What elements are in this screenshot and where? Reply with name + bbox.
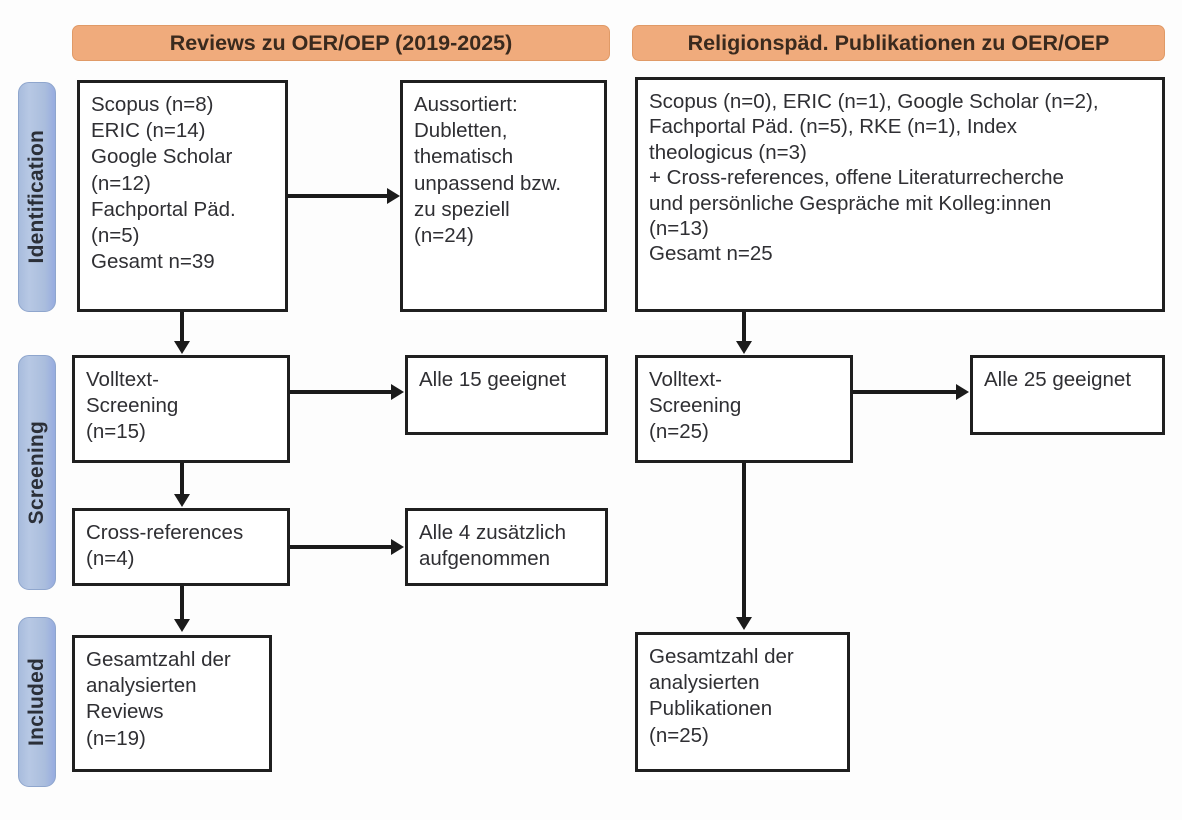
arrow-right-fulltext-to-result bbox=[956, 384, 969, 400]
box-line: Volltext- bbox=[86, 368, 159, 391]
box-line: (n=13) bbox=[649, 217, 709, 241]
box-line: Fachportal Päd. (n=5), RKE (n=1), Index bbox=[649, 115, 1018, 139]
box-line: ERIC (n=14) bbox=[91, 119, 206, 143]
box-line: Scopus (n=0), ERIC (n=1), Google Scholar… bbox=[649, 90, 1099, 113]
box-line: (n=5) bbox=[91, 224, 140, 248]
connector-right-fulltext-to-included bbox=[742, 463, 746, 618]
connector-left-crossref-to-included bbox=[180, 586, 184, 620]
box-left-crossreferences: Cross-references (n=4) bbox=[72, 508, 290, 586]
connector-left-crossref-to-result bbox=[290, 545, 392, 549]
box-line: Gesamtzahl der bbox=[86, 648, 231, 671]
connector-right-id-to-fulltext bbox=[742, 312, 746, 342]
box-line: und persönliche Gespräche mit Kolleg:inn… bbox=[649, 191, 1052, 215]
stage-label-included: Included bbox=[18, 617, 56, 787]
connector-left-id-to-fulltext bbox=[180, 312, 184, 342]
arrow-left-id-to-excluded bbox=[387, 188, 400, 204]
box-line: Aussortiert: bbox=[414, 93, 518, 116]
box-left-crossreferences-result: Alle 4 zusätzlich aufgenommen bbox=[405, 508, 608, 586]
box-line: Cross-references bbox=[86, 521, 244, 544]
connector-left-id-to-excluded bbox=[288, 194, 388, 198]
box-line: thematisch bbox=[414, 145, 514, 169]
box-line: Alle 4 zusätzlich bbox=[419, 521, 566, 544]
box-line: Fachportal Päd. bbox=[91, 197, 236, 221]
box-line: aufgenommen bbox=[419, 547, 551, 571]
box-right-fulltext-screening: Volltext- Screening (n=25) bbox=[635, 355, 853, 463]
arrow-right-fulltext-to-included bbox=[736, 617, 752, 630]
arrow-left-fulltext-to-result bbox=[391, 384, 404, 400]
box-left-excluded: Aussortiert: Dubletten, thematisch unpas… bbox=[400, 80, 607, 312]
connector-left-fulltext-to-crossref bbox=[180, 463, 184, 495]
arrow-left-fulltext-to-crossref bbox=[174, 494, 190, 507]
box-line: Screening bbox=[86, 394, 179, 418]
box-line: (n=25) bbox=[649, 420, 709, 444]
arrow-left-id-to-fulltext bbox=[174, 341, 190, 354]
stage-label-included-text: Included bbox=[25, 658, 48, 746]
column-header-reviews: Reviews zu OER/OEP (2019-2025) bbox=[72, 25, 610, 61]
box-left-identification: Scopus (n=8) ERIC (n=14) Google Scholar … bbox=[77, 80, 288, 312]
stage-label-screening: Screening bbox=[18, 355, 56, 590]
box-line: zu speziell bbox=[414, 197, 510, 221]
box-left-included: Gesamtzahl der analysierten Reviews (n=1… bbox=[72, 635, 272, 772]
box-line: Screening bbox=[649, 394, 742, 418]
box-line: Publikationen bbox=[649, 697, 773, 721]
arrow-left-crossref-to-result bbox=[391, 539, 404, 555]
connector-right-fulltext-to-result bbox=[853, 390, 957, 394]
box-line: (n=25) bbox=[649, 723, 709, 747]
box-line: Volltext- bbox=[649, 368, 722, 391]
column-header-religionspaed-text: Religionspäd. Publikationen zu OER/OEP bbox=[687, 30, 1110, 55]
box-line: (n=15) bbox=[86, 420, 146, 444]
box-right-identification: Scopus (n=0), ERIC (n=1), Google Scholar… bbox=[635, 77, 1165, 312]
stage-label-identification: Identification bbox=[18, 82, 56, 312]
box-line: Scopus (n=8) bbox=[91, 93, 214, 116]
box-right-fulltext-result: Alle 25 geeignet bbox=[970, 355, 1165, 435]
box-line: Gesamt n=25 bbox=[649, 242, 773, 266]
box-line: + Cross-references, offene Literaturrech… bbox=[649, 166, 1064, 190]
column-header-reviews-text: Reviews zu OER/OEP (2019-2025) bbox=[169, 30, 513, 55]
box-line: (n=24) bbox=[414, 224, 474, 248]
box-line: (n=4) bbox=[86, 547, 135, 571]
box-line: Gesamt n=39 bbox=[91, 250, 215, 274]
stage-label-identification-text: Identification bbox=[25, 130, 48, 264]
box-line: Google Scholar bbox=[91, 145, 233, 169]
box-line: (n=12) bbox=[91, 171, 151, 195]
box-line: theologicus (n=3) bbox=[649, 140, 807, 164]
connector-left-fulltext-to-result bbox=[290, 390, 392, 394]
box-left-fulltext-screening: Volltext- Screening (n=15) bbox=[72, 355, 290, 463]
arrow-right-id-to-fulltext bbox=[736, 341, 752, 354]
box-line: (n=19) bbox=[86, 726, 146, 750]
box-line: Dubletten, bbox=[414, 119, 508, 143]
box-line: analysierten bbox=[649, 671, 760, 695]
box-left-fulltext-result: Alle 15 geeignet bbox=[405, 355, 608, 435]
column-header-religionspaed: Religionspäd. Publikationen zu OER/OEP bbox=[632, 25, 1165, 61]
box-line: Reviews bbox=[86, 700, 164, 724]
stage-label-screening-text: Screening bbox=[25, 420, 48, 525]
arrow-left-crossref-to-included bbox=[174, 619, 190, 632]
box-line: analysierten bbox=[86, 674, 197, 698]
box-line: Alle 15 geeignet bbox=[419, 368, 567, 391]
box-line: Gesamtzahl der bbox=[649, 645, 794, 668]
box-right-included: Gesamtzahl der analysierten Publikatione… bbox=[635, 632, 850, 772]
box-line: unpassend bzw. bbox=[414, 171, 562, 195]
box-line: Alle 25 geeignet bbox=[984, 368, 1132, 391]
